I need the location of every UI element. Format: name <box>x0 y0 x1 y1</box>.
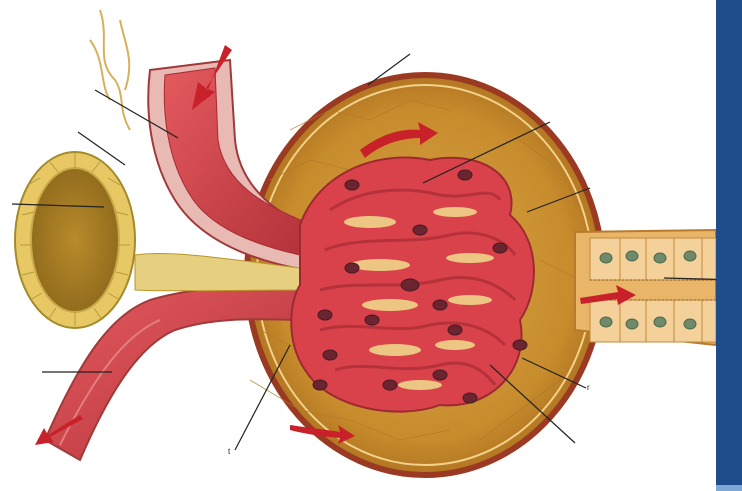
label-mark-bottom: t <box>228 448 230 456</box>
presentation-side-bar <box>716 0 742 491</box>
proximal-tubule <box>575 230 716 345</box>
glomerulus <box>291 158 534 412</box>
nerve-fibers <box>90 10 130 130</box>
distal-tubule-ring <box>15 152 135 328</box>
label-mark-right: r <box>587 384 590 392</box>
side-bar-bottom-strip <box>716 485 742 491</box>
